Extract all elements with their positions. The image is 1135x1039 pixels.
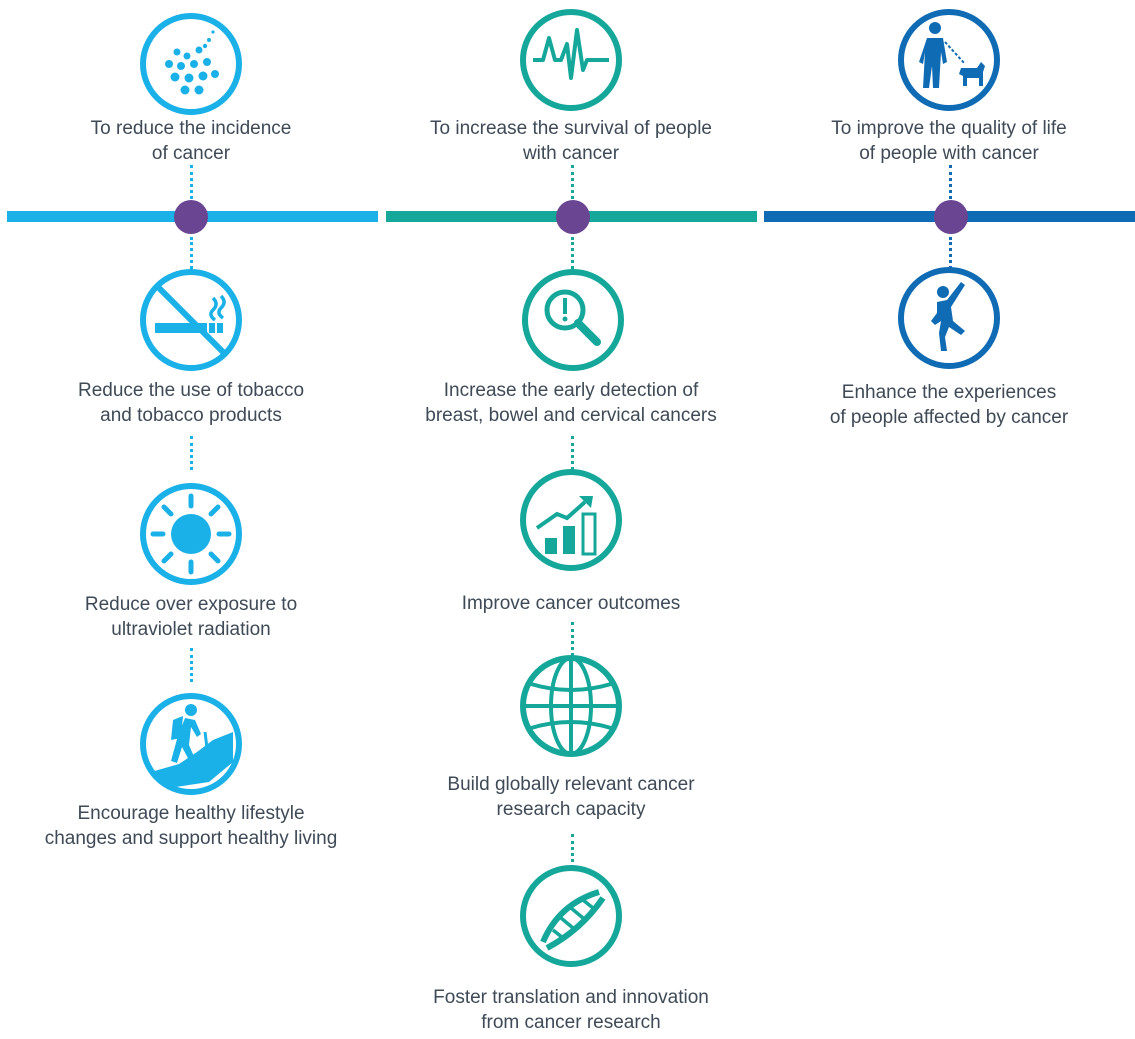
- connector-dots: [571, 436, 574, 470]
- globe-icon: [520, 655, 622, 757]
- goal-label-reduce-incidence: To reduce the incidence of cancer: [90, 118, 292, 164]
- item-label-enhance-experiences: Enhance the experiences of people affect…: [829, 382, 1069, 428]
- goal-label-increase-survival: To increase the survival of people with …: [430, 118, 712, 164]
- timeline-node: [934, 200, 968, 234]
- hiker-icon: [140, 693, 242, 795]
- sun-icon: [140, 483, 242, 585]
- dog-walker-icon: [898, 9, 1000, 111]
- heartbeat-icon: [520, 9, 622, 111]
- connector-dots: [949, 237, 952, 269]
- item-label-healthy-lifestyle: Encourage healthy lifestyle changes and …: [44, 803, 338, 849]
- goal-label-quality-of-life: To improve the quality of life of people…: [831, 118, 1067, 164]
- item-label-translation-innovation: Foster translation and innovation from c…: [433, 987, 709, 1033]
- item-label-reduce-uv: Reduce over exposure to ultraviolet radi…: [84, 594, 298, 640]
- item-label-early-detection: Increase the early detection of breast, …: [425, 380, 717, 426]
- item-label-improve-outcomes: Improve cancer outcomes: [461, 593, 681, 614]
- timeline-node: [556, 200, 590, 234]
- connector-dots: [571, 834, 574, 868]
- connector-dots: [571, 237, 574, 269]
- item-label-reduce-tobacco: Reduce the use of tobacco and tobacco pr…: [77, 380, 305, 426]
- connector-dots: [190, 165, 193, 199]
- dancer-icon: [898, 267, 1000, 369]
- connector-dots: [190, 648, 193, 682]
- dna-icon: [520, 865, 622, 967]
- connector-dots: [190, 436, 193, 470]
- growth-chart-icon: [520, 469, 622, 571]
- connector-dots: [571, 165, 574, 199]
- item-label-research-capacity: Build globally relevant cancer research …: [447, 774, 695, 820]
- connector-dots: [949, 165, 952, 199]
- connector-dots: [190, 237, 193, 269]
- magnifier-icon: [522, 269, 624, 371]
- connector-dots: [571, 622, 574, 656]
- no-smoking-icon: [140, 269, 242, 371]
- particles-icon: [140, 13, 242, 115]
- timeline-node: [174, 200, 208, 234]
